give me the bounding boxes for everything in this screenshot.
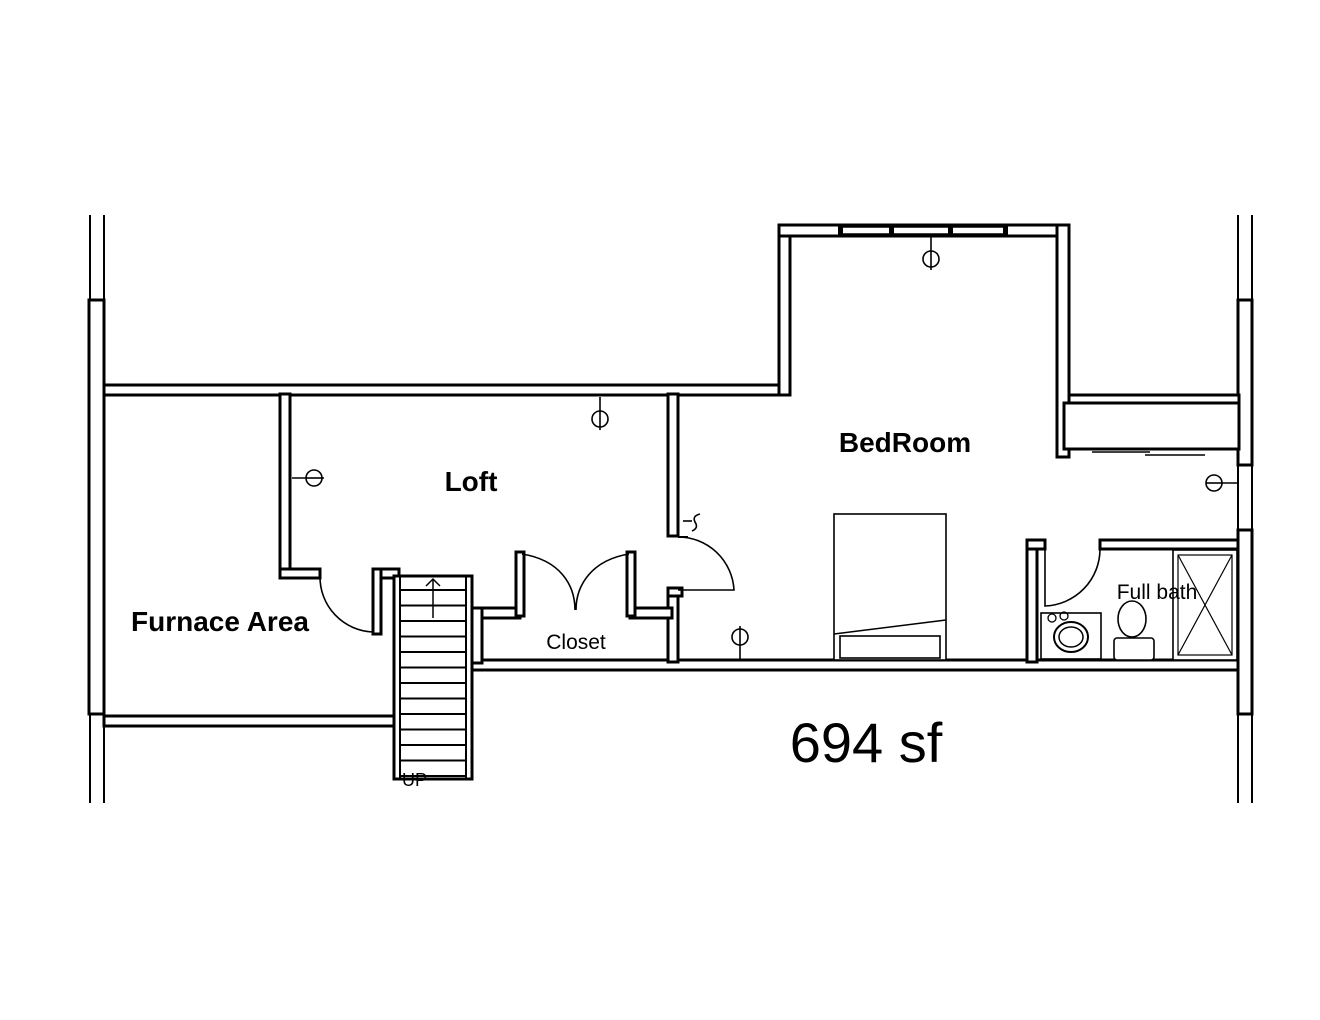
room-label-bath: Full bath xyxy=(1117,581,1198,604)
light-switch-icon xyxy=(683,513,701,532)
room-label-loft: Loft xyxy=(445,466,498,497)
bedroom-windows xyxy=(838,226,1008,235)
outlet-icon-loft-left xyxy=(292,469,324,487)
bedroom-door xyxy=(677,536,735,591)
shower xyxy=(1172,549,1238,661)
exterior-walls xyxy=(102,223,1241,728)
wardrobe-doors xyxy=(1092,451,1205,456)
bed xyxy=(833,513,947,661)
furnace-door xyxy=(319,575,374,633)
sink xyxy=(1040,611,1102,660)
closet-doors xyxy=(521,553,630,611)
outlet-icon-bedroom-right xyxy=(1205,474,1238,492)
right-edge-lines xyxy=(1236,215,1254,803)
outlet-icon-bedroom-top xyxy=(922,236,940,270)
outlet-icon-loft-top xyxy=(591,397,609,430)
outlet-icon-bedroom-bottom xyxy=(731,626,749,660)
room-label-closet: Closet xyxy=(546,631,606,654)
room-label-furnace: Furnace Area xyxy=(131,606,309,637)
stairs xyxy=(392,574,474,781)
left-edge-lines xyxy=(87,215,106,803)
area-label: 694 sf xyxy=(790,711,943,774)
room-label-bedroom: BedRoom xyxy=(839,427,971,458)
toilet xyxy=(1113,600,1155,661)
interior-walls xyxy=(278,392,1240,665)
bath-door xyxy=(1044,548,1101,607)
stairs-up-label: UP xyxy=(402,770,427,790)
